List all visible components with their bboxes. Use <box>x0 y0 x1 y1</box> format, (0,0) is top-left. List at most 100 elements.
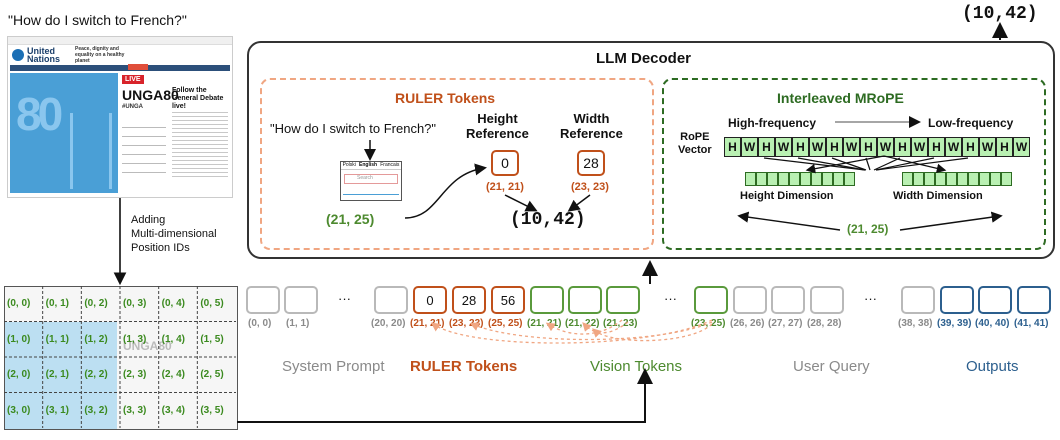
low-frequency-label: Low-frequency <box>928 116 1014 130</box>
grid-cell-label: (0, 1) <box>45 298 69 309</box>
category-outputs: Outputs <box>966 358 1019 375</box>
grid-watermark: UNGA80 <box>123 339 172 353</box>
un-tagline: Peace, dignity and equality on a healthy… <box>75 46 125 64</box>
top-output: (10,42) <box>962 4 1038 24</box>
target-coord: (21, 25) <box>326 211 375 227</box>
page-body-lines <box>172 109 228 179</box>
un-nav <box>10 64 230 71</box>
token-position-id: (41, 41) <box>1014 318 1049 329</box>
token-position-id: (0, 0) <box>248 318 272 329</box>
page-headline: Follow the General Debate live! <box>172 87 224 110</box>
arrow-target-to-height <box>404 163 487 219</box>
token-vision <box>694 286 728 314</box>
height-dimension-cell <box>844 172 855 186</box>
token-position-id: (27, 27) <box>768 318 803 329</box>
grid-cell-label: (0, 5) <box>200 298 224 309</box>
height-dimension-cell <box>756 172 767 186</box>
rope-vector-cell: W <box>741 137 758 157</box>
width-dimension-cell <box>913 172 924 186</box>
token-out <box>978 286 1012 314</box>
token-position-id: (25, 25) <box>488 318 523 329</box>
width-dimension-cell <box>990 172 1001 186</box>
height-dimension-cell <box>800 172 811 186</box>
token-gray <box>733 286 767 314</box>
rope-vector-cell: W <box>979 137 996 157</box>
token-position-id: (26, 26) <box>730 318 765 329</box>
token-position-id: (21, 21) <box>527 318 562 329</box>
mrope-fan-lines <box>763 155 969 174</box>
width-dimension-cell <box>979 172 990 186</box>
arrow-width-to-result <box>567 194 591 212</box>
height-dimension-cell <box>789 172 800 186</box>
width-dimension-cell <box>902 172 913 186</box>
token-gray <box>771 286 805 314</box>
rope-vector-cell: H <box>894 137 911 157</box>
grid-cell-label: (1, 1) <box>45 333 69 345</box>
token-position-id: (39, 39) <box>937 318 972 329</box>
mrope-coord: (21, 25) <box>847 222 889 236</box>
grid-cell-label: (2, 2) <box>84 369 108 380</box>
token-position-id: (38, 38) <box>898 318 933 329</box>
rope-vector-cell: H <box>758 137 775 157</box>
height-dimension-cell <box>778 172 789 186</box>
rope-vector-cell: H <box>996 137 1013 157</box>
width-dimension-cell <box>968 172 979 186</box>
grid-cell-label: (0, 3) <box>123 298 147 309</box>
token-ruler: 56 <box>491 286 525 314</box>
rope-vector-cell: H <box>792 137 809 157</box>
grid-cell-label: (2, 0) <box>7 369 31 380</box>
arrow-height-to-result <box>504 194 538 212</box>
llm-decoder-box <box>247 41 1055 259</box>
height-dimension-cell <box>822 172 833 186</box>
un-header: United Nations Peace, dignity and equali… <box>8 45 232 65</box>
token-position-id: (28, 28) <box>807 318 842 329</box>
mrope-box <box>662 78 1046 250</box>
token-vision <box>530 286 564 314</box>
rope-vector-cell: H <box>962 137 979 157</box>
height-reference-token: 0 <box>491 150 519 176</box>
width-dimension-label: Width Dimension <box>893 190 983 202</box>
rope-vector-cell: W <box>1013 137 1030 157</box>
webpage-screenshot: United Nations Peace, dignity and equali… <box>7 36 233 198</box>
un-brand: United Nations <box>27 46 61 64</box>
height-reference-label: Height Reference <box>466 111 529 141</box>
grid-cell-label: (1, 0) <box>7 333 31 345</box>
mrope-title: Interleaved MRoPE <box>777 90 904 106</box>
ellipsis-2: ··· <box>664 291 677 306</box>
grid-cell-label: (0, 4) <box>161 298 185 309</box>
category-user-query: User Query <box>793 358 870 375</box>
grid-cell-label: (3, 3) <box>123 404 147 416</box>
mini-tab: Polski <box>342 162 356 168</box>
grid-cell-label: (1, 4) <box>161 333 185 345</box>
mini-search: Search <box>344 174 398 184</box>
grid-cell-label: (1, 3) <box>123 333 147 345</box>
token-gray <box>810 286 844 314</box>
grid-cell-label: (1, 2) <box>84 333 108 345</box>
browser-bar <box>8 37 232 45</box>
token-ruler: 0 <box>413 286 447 314</box>
high-frequency-label: High-frequency <box>728 116 817 130</box>
width-reference-coord: (23, 23) <box>571 181 609 193</box>
token-position-id: (40, 40) <box>975 318 1010 329</box>
grid-cell-label: (1, 5) <box>200 333 224 345</box>
position-grid-lines <box>4 286 236 428</box>
arrow-grid-to-vision <box>237 368 653 423</box>
grid-cell-label: (3, 2) <box>84 404 108 416</box>
token-vision <box>606 286 640 314</box>
grid-cell-label: (3, 0) <box>7 404 31 416</box>
ruler-title: RULER Tokens <box>395 90 496 106</box>
category-vision-tokens: Vision Tokens <box>590 358 683 375</box>
grid-cell-label: (3, 4) <box>161 404 185 416</box>
rope-vector-cell: W <box>843 137 860 157</box>
grid-cell-label: (2, 4) <box>161 369 185 380</box>
width-dimension-cell <box>957 172 968 186</box>
grid-cell-label: (2, 5) <box>200 369 224 380</box>
width-dimension-cell <box>1001 172 1012 186</box>
watermark: 80 <box>16 88 63 140</box>
token-gray <box>374 286 408 314</box>
grid-cell-label: (2, 3) <box>123 369 147 380</box>
query-text: "How do I switch to French?" <box>8 12 187 28</box>
position-grid: UNGA80 <box>4 286 238 430</box>
height-dimension-cell <box>833 172 844 186</box>
